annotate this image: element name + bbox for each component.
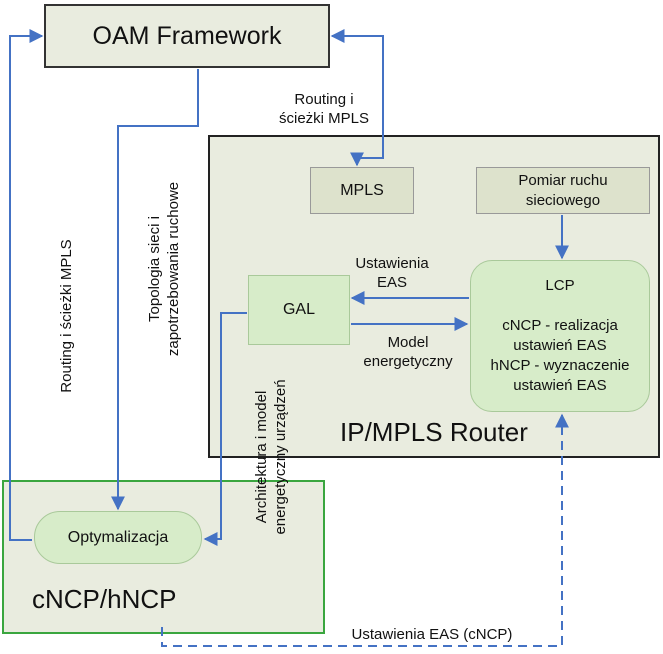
label-architektura: Architektura i model energetyczny urządz… [252,360,292,554]
arrow-topologia [111,69,199,511]
pomiar-line-1: Pomiar ruchu [518,171,608,189]
label-routing-line-2: ścieżki MPLS [278,110,370,127]
arrow-architektura [203,312,247,546]
lcp-title: LCP [545,277,575,294]
gal-box: GAL [248,275,350,345]
label-ustawienia-line-1: Ustawienia [355,255,429,272]
label-architektura-line-1: Architektura i model [253,390,270,524]
label-routing-line-1: Routing i [294,91,354,108]
optymalizacja-label: Optymalizacja [67,528,169,546]
label-topologia-line-1: Topologia sieci i [146,216,163,322]
arrow-oam-mpls [330,29,384,167]
lcp-line-3: hNCP - wyznaczenie [490,357,630,374]
label-architektura-line-2: energetyczny urządzeń [272,379,289,535]
label-routing-mpls-vertical: Routing i ścieżki MPLS [58,239,75,393]
label-topologia-line-2: zapotrzebowania ruchowe [165,181,182,357]
oam-framework-label: OAM Framework [92,21,282,50]
lcp-line-1: cNCP - realizacja [502,317,618,334]
label-routing-mpls-top: Routing i ścieżki MPLS [263,90,385,128]
label-model-energetyczny: Model energetyczny [348,333,468,371]
label-model-line-1: Model [387,334,429,351]
mpls-label: MPLS [340,181,384,199]
oam-framework-box: OAM Framework [44,4,330,68]
label-topologia: Topologia sieci i zapotrzebowania ruchow… [145,174,185,364]
label-model-line-2: energetyczny [363,353,453,370]
label-ustawienia-line-2: EAS [376,274,407,291]
label-ustawienia-eas: Ustawienia EAS [352,254,432,292]
lcp-box: LCP cNCP - realizacja ustawień EAS hNCP … [470,260,650,412]
mpls-box: MPLS [310,167,414,214]
label-ustawienia-eas-cncp: Ustawienia EAS (cNCP) [351,626,513,643]
arrow-routing-left [9,29,44,541]
lcp-line-4: ustawień EAS [513,377,607,394]
pomiar-line-2: sieciowego [525,191,601,209]
arrow-ustawienia-cncp [161,413,569,647]
optymalizacja-box: Optymalizacja [34,511,202,564]
gal-label: GAL [282,301,315,318]
pomiar-ruchu-box: Pomiar ruchu sieciowego [476,167,650,214]
lcp-line-2: ustawień EAS [513,337,607,354]
router-label: IP/MPLS Router [340,417,528,447]
cncp-hncp-label: cNCP/hNCP [32,584,177,614]
